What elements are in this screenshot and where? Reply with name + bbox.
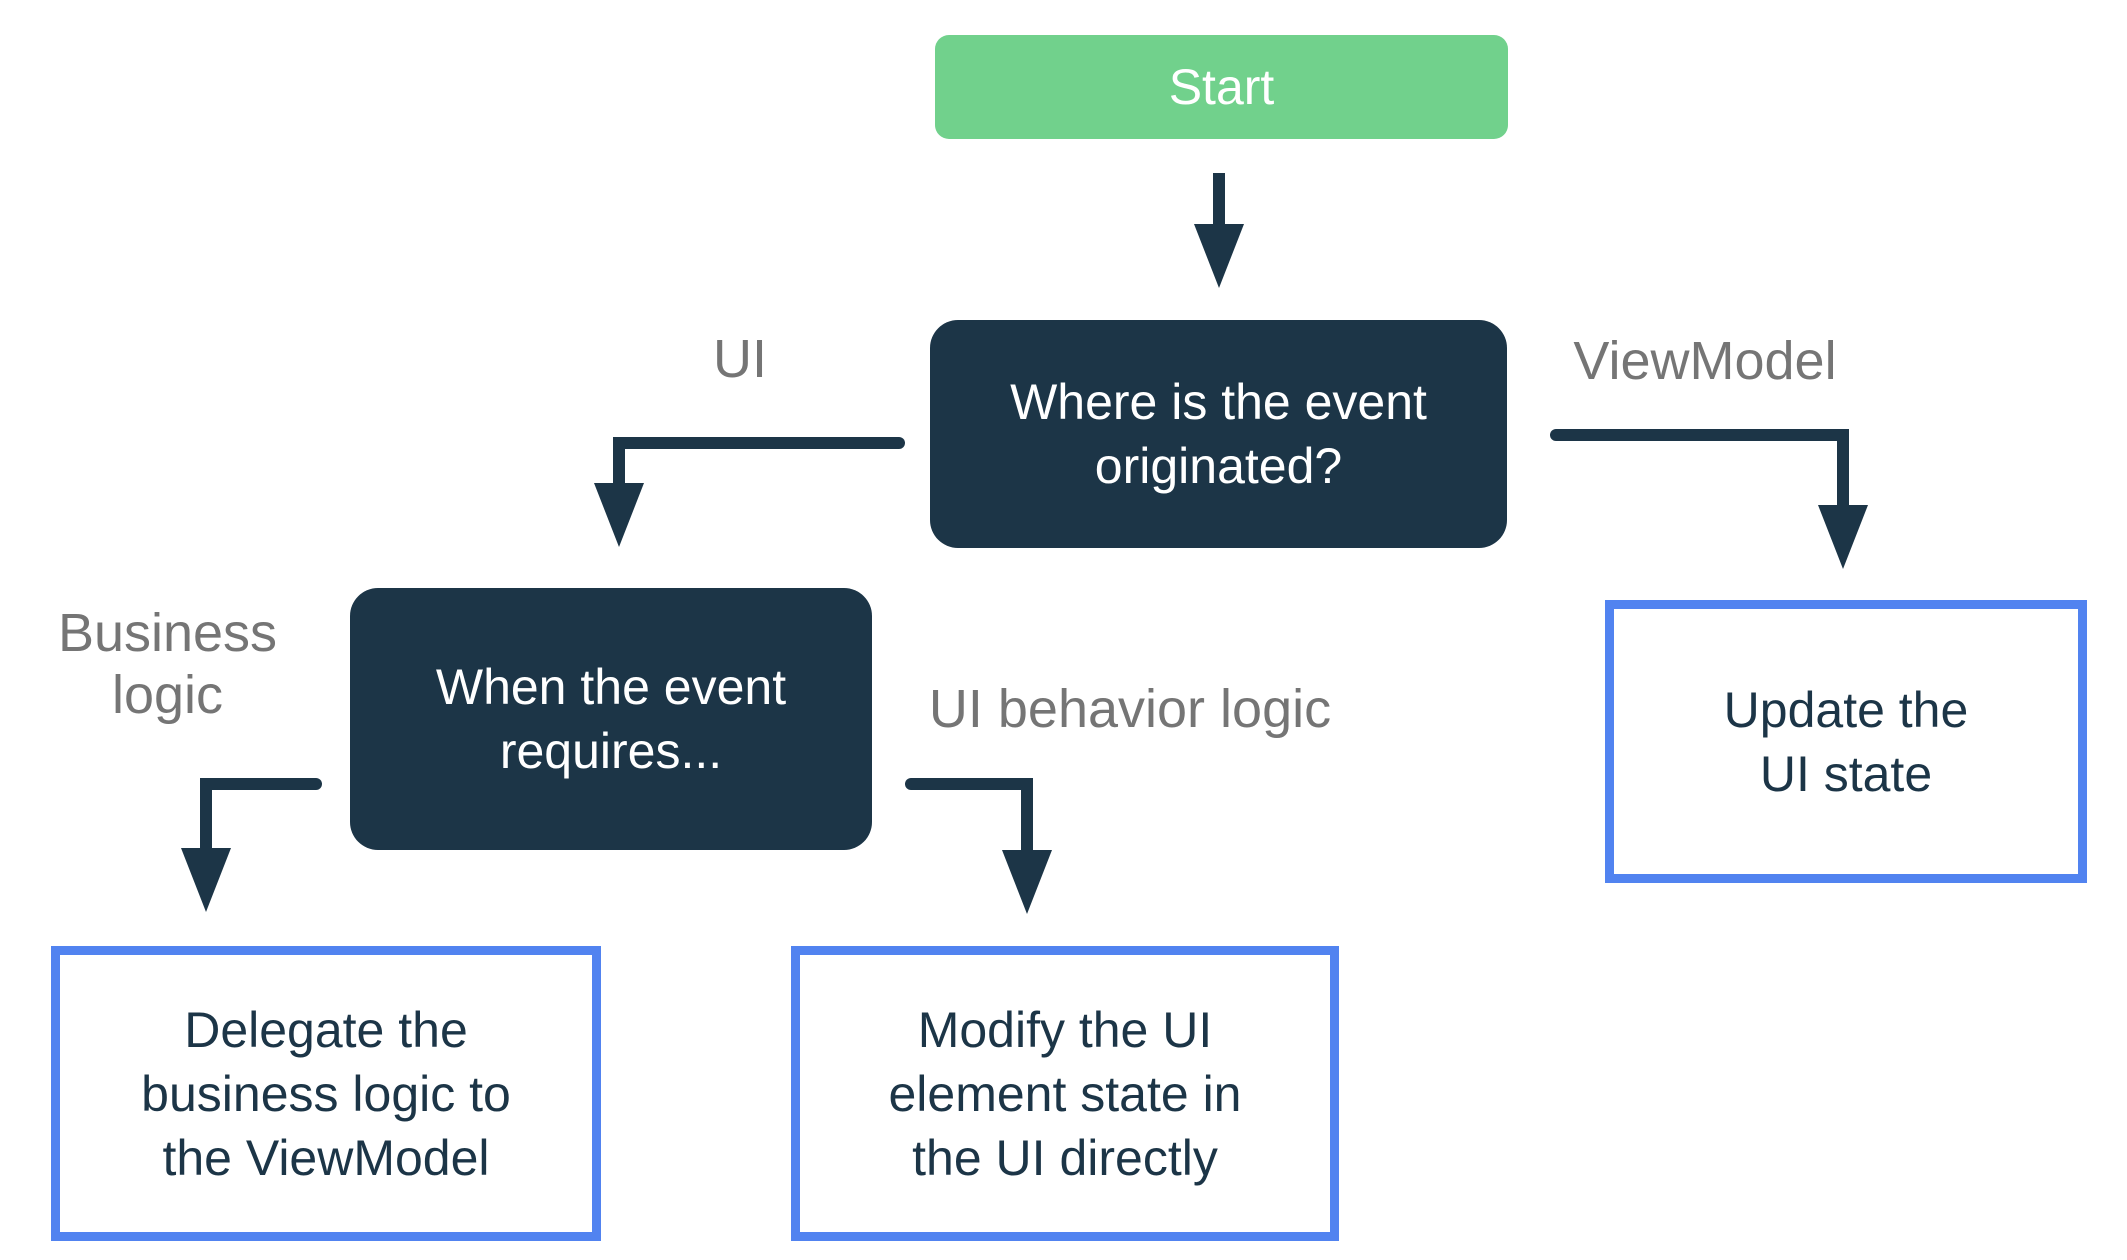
arrow-viewmodel-branch-horizontal-shaft <box>1550 429 1849 441</box>
arrow-ui-branch-horizontal-shaft <box>613 437 905 449</box>
arrow-ui-behavior-branch-head-icon <box>1002 850 1052 914</box>
edge-label-ui: UI <box>713 329 767 389</box>
update-ui-state-node: Update the UI state <box>1605 600 2087 883</box>
delegate-business-logic-node: Delegate the business logic to the ViewM… <box>51 946 601 1241</box>
arrow-viewmodel-branch-head-icon <box>1818 505 1868 569</box>
arrow-viewmodel-branch-vertical-shaft <box>1837 429 1849 509</box>
edge-label-viewmodel: ViewModel <box>1573 331 1837 391</box>
arrow-business-branch-head-icon <box>181 848 231 912</box>
arrow-ui-branch-head-icon <box>594 483 644 547</box>
arrow-start-to-decision-shaft <box>1213 173 1225 228</box>
decision-event-requires-node: When the event requires... <box>350 588 872 850</box>
arrow-business-branch-vertical-shaft <box>200 778 212 850</box>
edge-label-ui-behavior-logic: UI behavior logic <box>928 679 1332 739</box>
arrow-ui-branch-vertical-shaft <box>613 437 625 487</box>
edge-label-business-logic: Business logic <box>57 603 278 725</box>
decision-event-origin-node: Where is the event originated? <box>930 320 1507 548</box>
arrow-start-to-decision-head-icon <box>1194 224 1244 288</box>
modify-ui-element-node: Modify the UI element state in the UI di… <box>791 946 1339 1241</box>
start-node: Start <box>935 35 1508 139</box>
arrow-ui-behavior-branch-horizontal-shaft <box>905 778 1033 790</box>
arrow-business-branch-horizontal-shaft <box>200 778 322 790</box>
arrow-ui-behavior-branch-vertical-shaft <box>1021 778 1033 852</box>
